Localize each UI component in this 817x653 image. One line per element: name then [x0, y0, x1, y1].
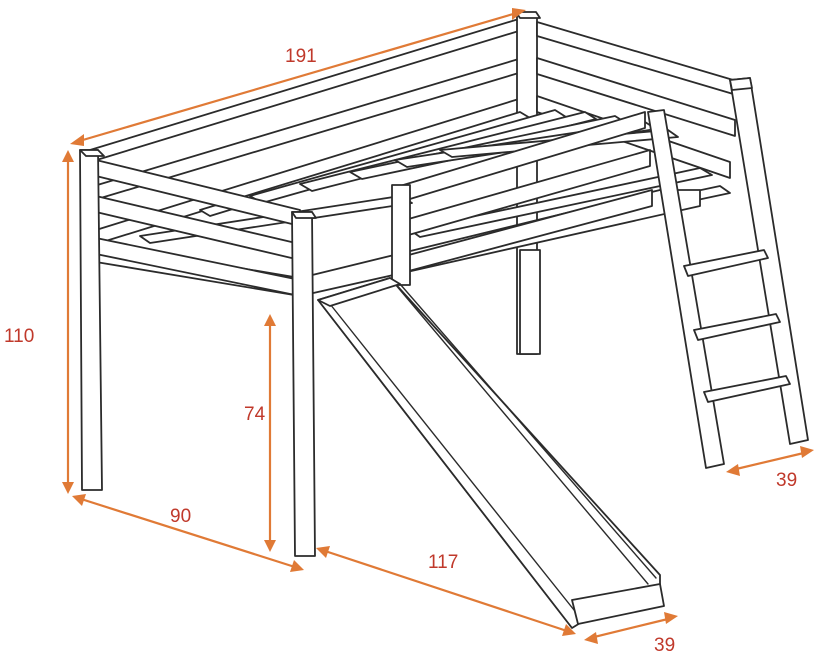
slide-bed	[317, 277, 661, 629]
dimension-height-total: 110	[4, 150, 74, 494]
label-length-top: 191	[285, 46, 317, 67]
dimension-width-side: 90	[72, 494, 304, 572]
slide-end	[571, 583, 665, 625]
dimension-ladder-width: 39	[726, 446, 814, 491]
front-left-post	[79, 149, 103, 491]
ladder-rung-2	[693, 313, 781, 341]
ladder	[647, 77, 809, 469]
slide	[317, 277, 665, 629]
bed-frame	[79, 11, 741, 557]
front-right-post	[291, 211, 316, 557]
dimension-length-top: 191	[70, 8, 526, 146]
dimension-slide-length: 117	[316, 546, 576, 636]
label-ladder-width: 39	[776, 470, 797, 491]
back-rails	[89, 17, 523, 245]
back-mid-leg	[519, 249, 541, 355]
label-height-total: 110	[4, 326, 34, 347]
label-slide-width: 39	[654, 635, 675, 653]
label-slide-length: 117	[428, 552, 458, 573]
ladder-rung-3	[703, 375, 791, 403]
label-height-under: 74	[244, 404, 266, 425]
label-width-side: 90	[170, 506, 191, 527]
ladder-rail-front	[647, 109, 725, 469]
front-guard-rails	[399, 111, 653, 273]
dimension-height-under: 74	[244, 314, 276, 552]
guard-post	[391, 184, 411, 286]
dimension-slide-width: 39	[584, 612, 678, 653]
ladder-rung-1	[683, 249, 769, 277]
